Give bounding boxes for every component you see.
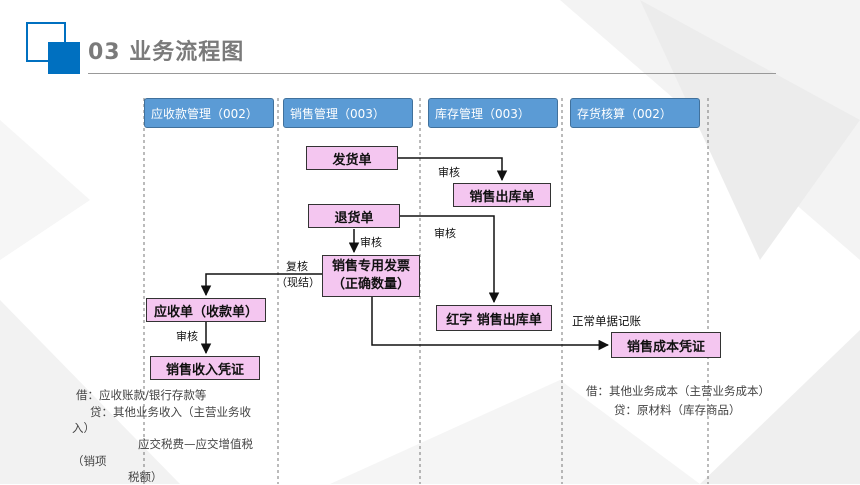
lane-label: 存货核算（002） <box>577 107 672 121</box>
node-revenue-voucher[interactable]: 销售收入凭证 <box>150 356 260 380</box>
node-label: 发货单 <box>332 152 372 168</box>
node-red-sales-outbound[interactable]: 红字 销售出库单 <box>436 305 552 331</box>
note-left-line6: 税额） <box>128 470 163 484</box>
note-left-line3: 入） <box>72 421 95 435</box>
lane-label: 销售管理（003） <box>290 107 385 121</box>
label-audit: 审核 <box>438 166 460 179</box>
label-audit: 审核 <box>434 227 456 240</box>
node-label: 销售成本凭证 <box>626 339 705 355</box>
node-label: 退货单 <box>334 210 374 226</box>
header-square-filled <box>48 42 80 74</box>
label-audit: 审核 <box>360 236 382 249</box>
lane-inventory: 库存管理（003） <box>428 98 558 128</box>
lane-sales: 销售管理（003） <box>283 98 413 128</box>
node-label: 应收单（收款单） <box>153 304 258 320</box>
arrow-tuihuo-to-hongzi <box>400 215 500 304</box>
lane-receivables: 应收款管理（002） <box>144 98 274 128</box>
node-sales-invoice[interactable]: 销售专用发票 （正确数量） <box>322 255 420 297</box>
note-left-line2: 贷：其他业务收入（主营业务收 <box>90 405 251 419</box>
node-delivery-note[interactable]: 发货单 <box>306 146 398 170</box>
node-label-line2: （正确数量） <box>331 277 410 292</box>
node-label: 红字 销售出库单 <box>446 312 542 328</box>
header-divider <box>88 73 776 74</box>
label-audit: 审核 <box>176 330 198 343</box>
label-normal-posting: 正常单据记账 <box>572 314 641 328</box>
node-label: 销售收入凭证 <box>165 362 244 378</box>
node-receivable-doc[interactable]: 应收单（收款单） <box>146 298 266 322</box>
note-right-line2: 贷：原材料（库存商品） <box>614 403 741 417</box>
node-cost-voucher[interactable]: 销售成本凭证 <box>611 332 721 358</box>
page-title: 03 业务流程图 <box>88 40 245 65</box>
lane-costing: 存货核算（002） <box>570 98 700 128</box>
lane-label: 库存管理（003） <box>435 107 530 121</box>
lane-label: 应收款管理（002） <box>151 107 258 121</box>
node-label-line1: 销售专用发票 <box>331 259 410 274</box>
label-cash-settle: （现结） <box>276 276 320 289</box>
node-return-note[interactable]: 退货单 <box>308 204 400 228</box>
arrow-fapiao-to-yingshou <box>200 273 322 297</box>
note-left-line4: 应交税费—应交增值税 <box>138 437 253 451</box>
arrow-fapiao-to-chengben <box>371 297 610 351</box>
arrow-fahuo-to-chuku <box>398 157 508 182</box>
node-sales-outbound[interactable]: 销售出库单 <box>453 183 551 207</box>
note-left-line1: 借：应收账款/银行存款等 <box>76 388 207 402</box>
note-left-line5: （销项 <box>72 454 107 468</box>
note-right-line1: 借：其他业务成本（主营业务成本） <box>586 384 770 398</box>
label-review: 复核 <box>286 260 308 273</box>
node-label: 销售出库单 <box>469 189 535 205</box>
